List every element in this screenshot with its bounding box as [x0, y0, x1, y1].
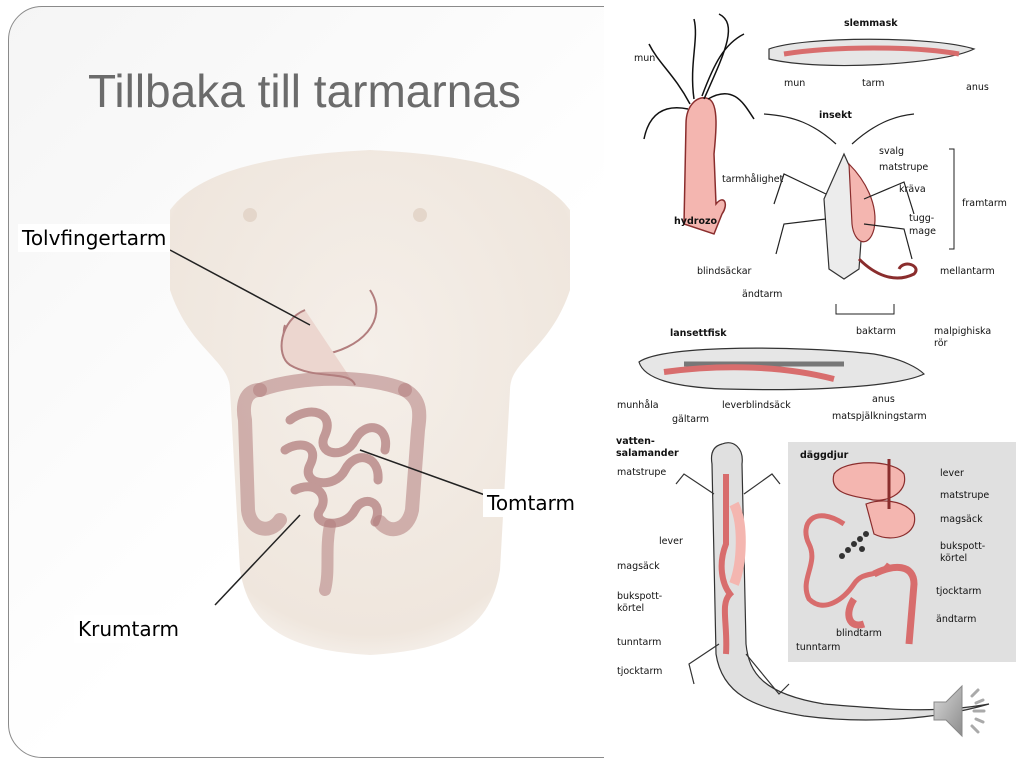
lansettfisk-label-matspjalkningstarm: matspjälkningstarm	[832, 411, 927, 422]
daggdjur-label-tunntarm: tunntarm	[796, 642, 840, 653]
daggdjur-label-tjocktarm: tjocktarm	[936, 586, 981, 597]
slemmask-figure: slemmask mun tarm anus	[768, 18, 989, 93]
vattensalamander-figure: vatten- salamander matstrupe lever magsä…	[616, 436, 990, 721]
hydrozo-name: hydrozo	[674, 216, 717, 227]
lansettfisk-figure: lansettfisk munhåla gältarm leverblindsä…	[617, 328, 927, 425]
salamander-name-line2: salamander	[616, 448, 679, 459]
insekt-label-framtarm: framtarm	[962, 198, 1007, 209]
comparative-digestive-diagram: mun tarmhålighet hydrozo slemmask mun ta…	[604, 4, 1024, 764]
insekt-label-malpighiska: malpighiska	[934, 326, 991, 337]
lansettfisk-label-galtarm: gältarm	[672, 414, 709, 425]
salamander-label-magsack: magsäck	[617, 561, 660, 572]
slemmask-label-anus: anus	[966, 82, 989, 93]
lansettfisk-label-munhala: munhåla	[617, 400, 659, 411]
pointer-jejunum	[359, 449, 486, 496]
daggdjur-figure: däggdjur lever matstrupe magsäck bukspot…	[788, 442, 1016, 662]
insekt-label-blindsackar: blindsäckar	[697, 266, 752, 277]
insekt-label-tugg: tugg-	[909, 213, 934, 224]
daggdjur-label-andtarm: ändtarm	[936, 614, 976, 625]
insekt-label-svalg: svalg	[879, 146, 904, 157]
insekt-label-mellantarm: mellantarm	[940, 266, 995, 277]
slemmask-name: slemmask	[844, 18, 898, 29]
salamander-label-tunntarm: tunntarm	[617, 637, 661, 648]
daggdjur-label-blindtarm: blindtarm	[836, 628, 882, 639]
hydrozo-figure: mun tarmhålighet hydrozo	[634, 13, 784, 235]
salamander-label-tjocktarm: tjocktarm	[617, 666, 662, 677]
salamander-name-line1: vatten-	[616, 436, 655, 447]
daggdjur-label-kortel: körtel	[940, 553, 967, 564]
insekt-label-mage: mage	[909, 226, 936, 237]
insekt-label-andtarm: ändtarm	[742, 289, 782, 300]
lansettfisk-name: lansettfisk	[670, 328, 727, 339]
insekt-label-matstrupe: matstrupe	[879, 162, 928, 173]
human-torso-illustration	[169, 150, 570, 655]
label-duodenum: Tolvfingertarm	[18, 224, 171, 252]
lansettfisk-label-anus: anus	[872, 394, 895, 405]
lansettfisk-label-leverblindsack: leverblindsäck	[722, 400, 791, 411]
insekt-label-baktarm: baktarm	[856, 326, 896, 337]
insekt-label-krava: kräva	[899, 184, 926, 195]
daggdjur-label-magsack: magsäck	[940, 514, 983, 525]
slide-title: Tillbaka till tarmarnas	[88, 65, 521, 117]
daggdjur-label-bukspott: bukspott-	[940, 541, 985, 552]
salamander-label-bukspott: bukspott-	[617, 591, 662, 602]
insekt-name: insekt	[819, 110, 852, 121]
hydrozo-label-tarmhalighet: tarmhålighet	[722, 174, 784, 185]
hydrozo-label-mun: mun	[634, 53, 655, 64]
daggdjur-label-lever: lever	[940, 468, 964, 479]
label-jejunum: Tomtarm	[483, 489, 579, 517]
salamander-label-lever: lever	[659, 536, 683, 547]
salamander-label-matstrupe: matstrupe	[617, 467, 666, 478]
speaker-icon[interactable]	[930, 676, 1000, 746]
insekt-figure: insekt svalg matstrupe kräva tugg- mage …	[697, 110, 1007, 349]
salamander-label-kortel: körtel	[617, 603, 644, 614]
label-ileum: Krumtarm	[74, 615, 183, 643]
slemmask-label-tarm: tarm	[862, 78, 885, 89]
pointer-duodenum	[169, 249, 311, 326]
insekt-label-ror: rör	[934, 338, 948, 349]
pointer-ileum	[214, 514, 301, 606]
slemmask-label-mun: mun	[784, 78, 805, 89]
daggdjur-label-matstrupe: matstrupe	[940, 490, 989, 501]
daggdjur-name: däggdjur	[800, 450, 849, 461]
